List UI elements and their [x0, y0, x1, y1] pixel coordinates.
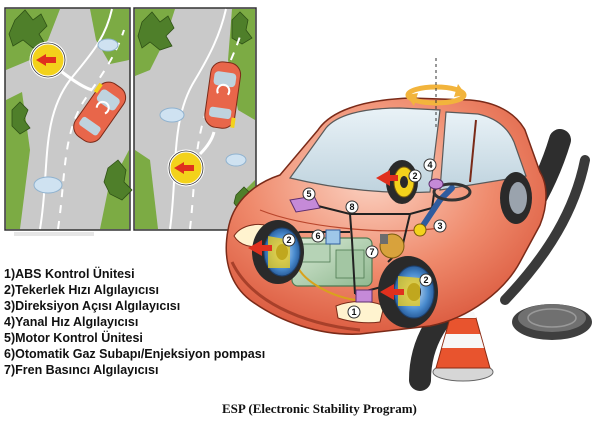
- legend-item-wheel-speed-sensor: 2)Tekerlek Hızı Algılayıcısı: [4, 283, 159, 297]
- callout-4: 4: [423, 158, 437, 172]
- red-arrow-icon: [376, 170, 398, 186]
- callout-5: 5: [302, 187, 316, 201]
- right-scenario-panel: [133, 7, 257, 231]
- legend-item-brake-pressure-sensor: 7)Fren Basıncı Algılayıcısı: [4, 363, 159, 377]
- callout-2-front-left: 2: [282, 233, 296, 247]
- svg-text:2: 2: [286, 235, 291, 245]
- diagram-caption: ESP (Electronic Stability Program): [222, 401, 417, 416]
- callout-6: 6: [311, 229, 325, 243]
- svg-text:5: 5: [306, 189, 311, 199]
- svg-text:2: 2: [412, 171, 417, 181]
- callout-1: 1: [347, 305, 361, 319]
- legend-item-yaw-rate-sensor: 4)Yanal Hız Algılayıcısı: [4, 315, 139, 329]
- svg-text:3: 3: [437, 221, 442, 231]
- red-arrow-icon: [380, 284, 404, 300]
- svg-text:1: 1: [351, 307, 356, 317]
- callout-3: 3: [433, 219, 447, 233]
- component-legend: 1)ABS Kontrol Ünitesi 2)Tekerlek Hızı Al…: [4, 266, 324, 378]
- legend-item-steering-angle-sensor: 3)Direksiyon Açısı Algılayıcısı: [4, 299, 181, 313]
- manhole-cover: [512, 304, 592, 340]
- svg-text:2: 2: [423, 275, 428, 285]
- yaw-rotation-arrow-icon: [405, 58, 467, 128]
- svg-text:7: 7: [369, 247, 374, 257]
- legend-item-throttle-injection-pump: 6)Otomatik Gaz Subapı/Enjeksiyon pompası: [4, 347, 266, 361]
- legend-item-engine-control-unit: 5)Motor Kontrol Ünitesi: [4, 331, 143, 345]
- svg-text:4: 4: [427, 160, 432, 170]
- legend-item-abs-control-unit: 1)ABS Kontrol Ünitesi: [4, 267, 135, 281]
- left-scenario-panel: [4, 7, 133, 231]
- callout-7: 7: [365, 245, 379, 259]
- callout-8: 8: [345, 200, 359, 214]
- svg-text:6: 6: [315, 231, 320, 241]
- callout-2-rear: 2: [408, 169, 422, 183]
- svg-text:8: 8: [349, 202, 354, 212]
- callout-2-front-right: 2: [419, 273, 433, 287]
- red-arrow-icon: [248, 240, 272, 256]
